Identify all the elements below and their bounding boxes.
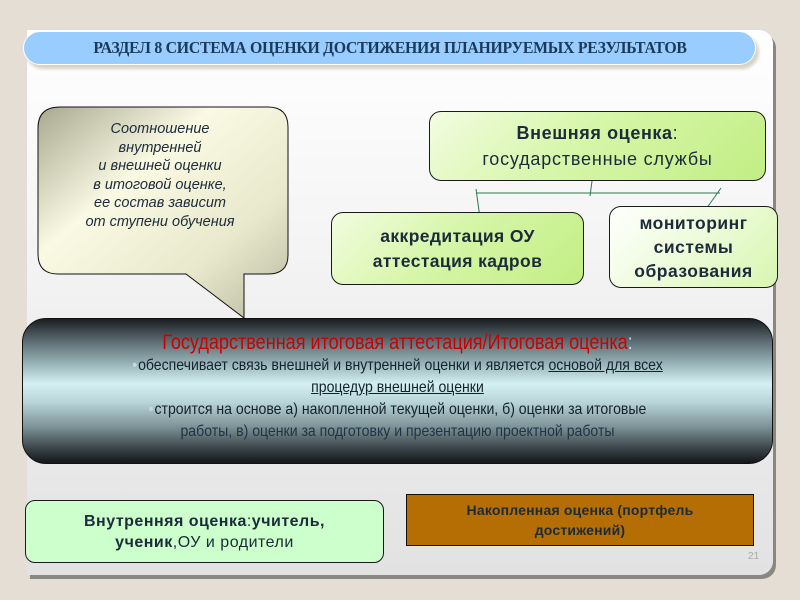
internal-line-1: Внутренняя оценка:учитель,	[84, 511, 325, 532]
callout-line: в итоговой оценке,	[93, 176, 227, 193]
bullet-1-line-1: •обеспечивает связь внешней и внутренней…	[68, 355, 727, 377]
accreditation-line: аттестация кадров	[372, 250, 543, 271]
bullet-2-line-1: •строится на основе а) накопленной текущ…	[68, 399, 727, 421]
portfolio-box: Накопленная оценка (портфель достижений)	[406, 494, 754, 546]
internal-colon: :	[246, 512, 252, 530]
internal-teacher: учитель,	[251, 512, 325, 530]
accreditation-box: аккредитация ОУ аттестация кадров	[331, 212, 584, 285]
portfolio-line: достижений)	[534, 522, 626, 538]
final-assessment-box: Государственная итоговая аттестация/Итог…	[22, 318, 773, 464]
portfolio-line: Накопленная оценка (портфель	[466, 502, 694, 518]
callout-line: внутренней	[118, 139, 202, 156]
page-number: 21	[748, 551, 760, 562]
callout-line: ее состав зависит	[94, 195, 226, 211]
final-title-colon: :	[627, 331, 633, 354]
callout-line: от ступени обучения	[85, 213, 235, 230]
callout-line: и внешней оценки	[98, 158, 222, 174]
internal-assessment-box: Внутренняя оценка:учитель, ученик,ОУ и р…	[25, 500, 384, 563]
internal-heading: Внутренняя оценка	[84, 512, 247, 530]
bullet-2-text: строится на основе а) накопленной текуще…	[154, 401, 647, 418]
bullet-1-underlined: основой для всех	[548, 357, 663, 374]
external-assessment-box: Внешняя оценка: государственные службы	[429, 111, 766, 181]
bullet-2-line-2: работы, в) оценки за подготовку и презен…	[180, 423, 615, 440]
section-title: РАЗДЕЛ 8 СИСТЕМА ОЦЕНКИ ДОСТИЖЕНИЯ ПЛАНИ…	[92, 38, 687, 57]
external-colon: :	[672, 123, 679, 143]
internal-line-2: ученик,ОУ и родители	[115, 532, 294, 553]
internal-rest: ,ОУ и родители	[172, 533, 294, 551]
monitoring-line: системы	[653, 237, 734, 257]
callout-line: Соотношение	[110, 121, 210, 137]
external-heading-line: Внешняя оценка:	[517, 120, 679, 146]
bullet-icon: •	[148, 401, 154, 418]
external-subtitle: государственные службы	[482, 149, 713, 169]
external-heading: Внешняя оценка	[516, 123, 673, 143]
internal-student: ученик	[115, 533, 173, 551]
monitoring-line: образования	[634, 261, 753, 281]
accreditation-line: аккредитация ОУ	[380, 225, 535, 246]
bullet-1-line-2: процедур внешней оценки	[68, 377, 727, 399]
final-title-text: Государственная итоговая аттестация/Итог…	[162, 331, 628, 354]
monitoring-line: мониторинг	[639, 213, 748, 233]
bullet-1-underlined: процедур внешней оценки	[311, 379, 484, 396]
bullet-1-text: обеспечивает связь внешней и внутренней …	[138, 357, 549, 374]
monitoring-box: мониторинг системы образования	[609, 206, 778, 288]
section-title-bar: РАЗДЕЛ 8 СИСТЕМА ОЦЕНКИ ДОСТИЖЕНИЯ ПЛАНИ…	[23, 31, 756, 65]
bullet-icon: •	[132, 357, 138, 374]
callout-text: Соотношение внутренней и внешней оценки …	[40, 120, 280, 231]
final-assessment-title: Государственная итоговая аттестация/Итог…	[75, 330, 719, 355]
